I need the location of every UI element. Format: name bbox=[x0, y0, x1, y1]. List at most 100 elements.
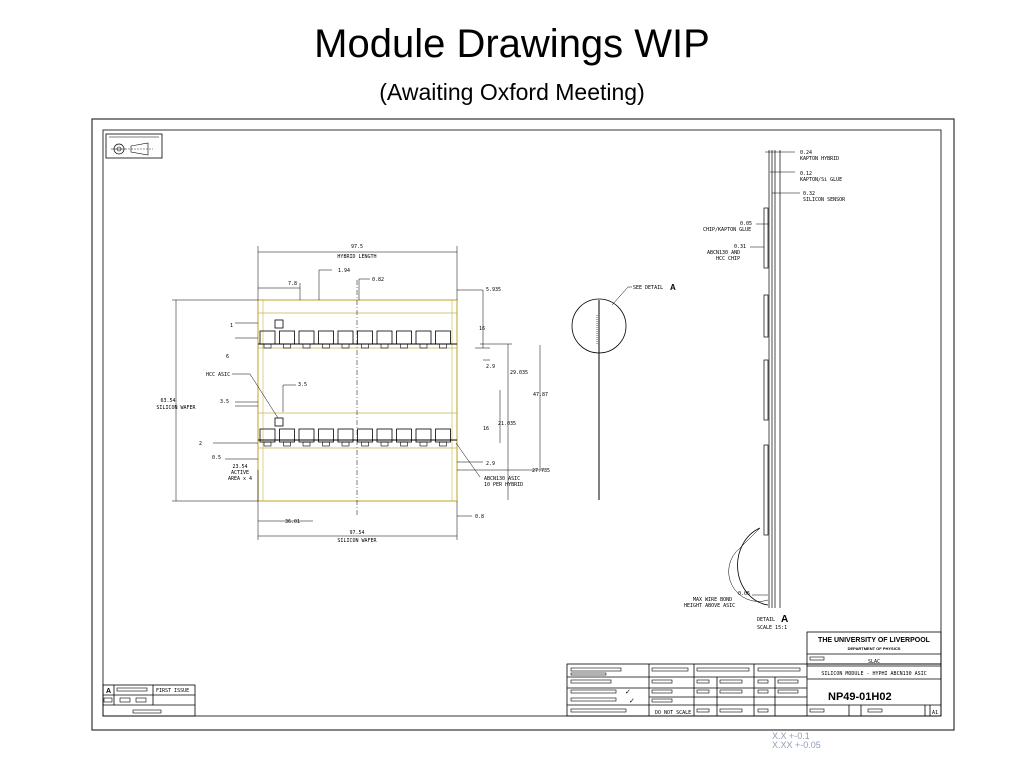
tb-drawing-number: NP49-01H02 bbox=[828, 691, 892, 703]
asic-bond-pad bbox=[361, 441, 369, 447]
asic-bond-pad bbox=[439, 441, 447, 447]
drawing-inner-frame bbox=[102, 129, 942, 717]
dim-47-87: 47.87 bbox=[533, 392, 548, 398]
wirebond-label-2: HEIGHT ABOVE ASIC bbox=[684, 603, 735, 609]
module-front-view bbox=[257, 280, 458, 515]
wafer-width-value: 97.54 bbox=[349, 530, 364, 536]
tb-sheet-rev: A1 bbox=[932, 710, 938, 716]
title-block bbox=[102, 631, 942, 717]
kapton-hybrid-label: KAPTON HYBRID bbox=[800, 156, 839, 162]
active-area-label-2: AREA x 4 bbox=[228, 476, 252, 482]
see-detail-label: SEE DETAIL bbox=[633, 285, 663, 291]
detail-scale: SCALE 15:1 bbox=[757, 625, 787, 631]
kapton-glue-label: KAPTON/Si GLUE bbox=[800, 177, 842, 183]
hcc-chip-top bbox=[274, 319, 284, 329]
asic-bond-pad bbox=[361, 343, 369, 349]
kapton-hybrid-value: 0.24 bbox=[800, 150, 812, 156]
tolerance-line-1: X.X +-0.1 bbox=[772, 731, 810, 741]
asic-bond-pad bbox=[302, 441, 311, 447]
asic-bond-pad bbox=[439, 343, 447, 349]
detail-label: DETAIL bbox=[757, 617, 775, 623]
chip-glue-label: CHIP/KAPTON GLUE bbox=[703, 227, 751, 233]
dim-2-9-bottom: 2.9 bbox=[486, 461, 495, 467]
asic-bond-pad bbox=[400, 343, 408, 349]
dim-1-94: 1.94 bbox=[338, 268, 350, 274]
tick-icon-1: ✓ bbox=[625, 688, 631, 696]
asic-bond-pad bbox=[341, 441, 350, 447]
dim-2: 2 bbox=[199, 441, 202, 447]
front-dimension-labels: 97.5 HYBRID LENGTH 1.94 0.8 2 7.8 5.935 1… bbox=[156, 244, 550, 544]
silicon-wafer-outline bbox=[257, 299, 458, 502]
dim-0-8: 0.8 bbox=[475, 514, 484, 520]
asic-bond-pad bbox=[341, 343, 350, 349]
hybrid-length-label: HYBRID LENGTH bbox=[337, 254, 376, 260]
wirebond-value: 0.05 bbox=[738, 591, 750, 597]
tick-icon-2: ✓ bbox=[629, 697, 635, 705]
dim-1: 1 bbox=[230, 323, 233, 329]
active-area-value: 23.54 bbox=[232, 464, 247, 470]
abcn-asic-row-bottom bbox=[259, 428, 451, 447]
tb-department: DEPARTMENT OF PHYSICS bbox=[848, 646, 901, 651]
title-block-placeholders bbox=[103, 656, 883, 714]
detail-a-view bbox=[728, 150, 800, 608]
asic-bond-pad bbox=[380, 441, 389, 447]
tolerance-note: X.X +-0.1 X.XX +-0.05 bbox=[772, 732, 821, 750]
tb-university: THE UNIVERSITY OF LIVERPOOL bbox=[818, 637, 931, 644]
dim-0-5: 0.5 bbox=[212, 455, 221, 461]
chips-label-1: ABCN130 AND bbox=[707, 250, 740, 256]
wafer-width-label: SILICON WAFER bbox=[337, 538, 377, 544]
dim-36-01: 36.01 bbox=[285, 519, 300, 525]
drawing-outer-frame bbox=[91, 118, 955, 731]
dim-3-5-a: 3.5 bbox=[298, 382, 307, 388]
asic-bond-pad bbox=[283, 441, 291, 447]
asic-bond-pad bbox=[263, 343, 272, 349]
asic-bond-pad bbox=[400, 441, 408, 447]
asic-bond-pad bbox=[302, 343, 311, 349]
dim-16-top: 16 bbox=[479, 326, 485, 332]
asic-bond-pad bbox=[322, 441, 330, 447]
see-detail-letter: A bbox=[670, 283, 676, 292]
abcn-asic-label: ABCN130 ASIC bbox=[484, 476, 520, 482]
tb-do-not-scale: DO NOT SCALE bbox=[655, 710, 691, 716]
chip-glue-value: 0.05 bbox=[740, 221, 752, 227]
dim-7-8: 7.8 bbox=[288, 281, 297, 287]
dim-21-035: 21.035 bbox=[498, 421, 516, 427]
kapton-glue-value: 0.12 bbox=[800, 171, 812, 177]
dim-5-935: 5.935 bbox=[486, 287, 501, 293]
tb-slac: SLAC bbox=[868, 659, 880, 665]
detail-letter: A bbox=[781, 614, 788, 625]
slide-title: Module Drawings WIP bbox=[314, 22, 710, 66]
hcc-asic-label: HCC ASIC bbox=[206, 372, 230, 378]
abcn-asic-row-top bbox=[259, 330, 451, 349]
wafer-height-label: SILICON WAFER bbox=[156, 405, 196, 411]
front-dimension-lines bbox=[172, 246, 545, 540]
side-view-small bbox=[571, 286, 632, 500]
detail-a-labels: 0.24 KAPTON HYBRID 0.12 KAPTON/Si GLUE 0… bbox=[684, 150, 846, 631]
abcn-asic-label-2: 10 PER HYBRID bbox=[484, 482, 523, 488]
dim-3-5-b: 3.5 bbox=[220, 399, 229, 405]
asic-bond-pad bbox=[322, 343, 330, 349]
chips-label-2: HCC CHIP bbox=[716, 256, 740, 262]
tb-description: SILICON MODULE - HYPHI ABCN130 ASIC bbox=[821, 671, 926, 677]
asic-bond-pad bbox=[380, 343, 389, 349]
silicon-sensor-value: 0.32 bbox=[803, 191, 815, 197]
asic-bond-pad bbox=[419, 343, 428, 349]
dim-29-035: 29.035 bbox=[510, 370, 528, 376]
asic-bond-pad bbox=[419, 441, 428, 447]
asic-bond-pad bbox=[263, 441, 272, 447]
projection-symbol bbox=[105, 133, 163, 159]
active-area-label-1: ACTIVE bbox=[231, 470, 249, 476]
dim-2-9-top: 2.9 bbox=[486, 364, 495, 370]
dim-27-735: 27.735 bbox=[532, 468, 550, 474]
chips-value: 0.31 bbox=[734, 244, 746, 250]
hybrid-length-value: 97.5 bbox=[351, 244, 363, 250]
tb-rev-letter: A bbox=[106, 688, 111, 695]
wafer-height-value: 63.54 bbox=[160, 398, 175, 404]
silicon-sensor-label: SILICON SENSOR bbox=[803, 197, 846, 203]
asic-bond-pad bbox=[283, 343, 291, 349]
tolerance-line-2: X.XX +-0.05 bbox=[772, 740, 821, 750]
hcc-chip-bottom bbox=[274, 417, 284, 427]
dim-6: 6 bbox=[226, 354, 229, 360]
tb-first-issue: FIRST ISSUE bbox=[156, 688, 189, 694]
